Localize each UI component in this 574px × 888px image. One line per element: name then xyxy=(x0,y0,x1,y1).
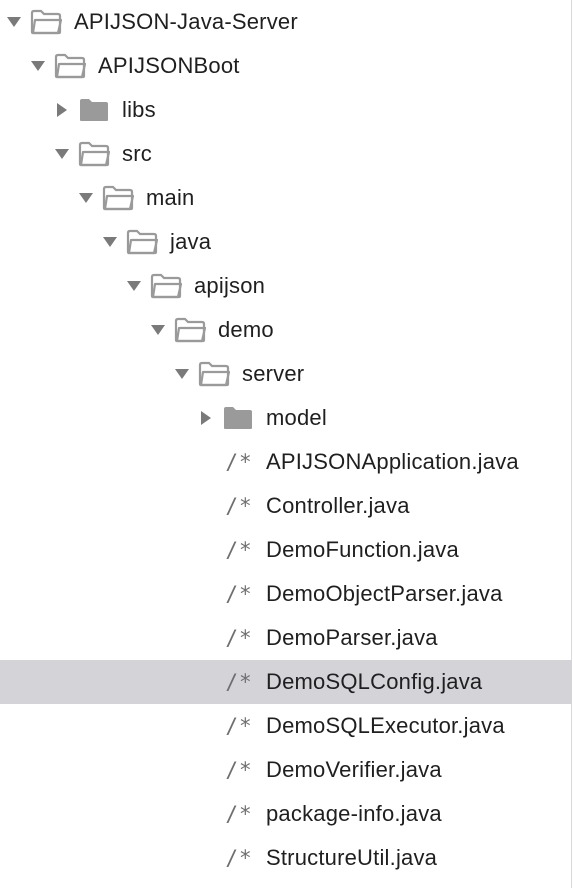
folder-open-icon xyxy=(78,140,112,168)
folder-icon xyxy=(222,404,256,432)
tree-item-demosqlconfig-java[interactable]: /* DemoSQLConfig.java xyxy=(0,660,572,704)
tree-item-label: StructureUtil.java xyxy=(266,845,438,870)
java-file-icon: /* xyxy=(225,670,253,694)
tree-item-demo[interactable]: demo xyxy=(0,308,572,352)
caret-spacer xyxy=(198,718,214,734)
tree-item-main[interactable]: main xyxy=(0,176,572,220)
tree-item-label: Controller.java xyxy=(266,493,410,518)
folder-open-icon xyxy=(102,184,136,212)
tree-item-label: apijson xyxy=(194,273,266,298)
folder-open-icon xyxy=(174,316,208,344)
chevron-down-icon[interactable] xyxy=(30,58,46,74)
tree-item-demoverifier-java[interactable]: /* DemoVerifier.java xyxy=(0,748,572,792)
tree-item-apijsonboot[interactable]: APIJSONBoot xyxy=(0,44,572,88)
folder-open-icon xyxy=(54,52,88,80)
chevron-down-icon[interactable] xyxy=(126,278,142,294)
tree-item-label: APIJSONBoot xyxy=(98,53,240,78)
folder-open-icon xyxy=(198,360,232,388)
chevron-right-icon[interactable] xyxy=(198,410,214,426)
chevron-down-icon[interactable] xyxy=(150,322,166,338)
tree-item-label: model xyxy=(266,405,327,430)
tree-item-apijson-java-server[interactable]: APIJSON-Java-Server xyxy=(0,0,572,44)
tree-item-structureutil-java[interactable]: /* StructureUtil.java xyxy=(0,836,572,880)
tree-item-label: DemoParser.java xyxy=(266,625,438,650)
caret-spacer xyxy=(198,454,214,470)
tree-item-controller-java[interactable]: /* Controller.java xyxy=(0,484,572,528)
tree-item-model[interactable]: model xyxy=(0,396,572,440)
caret-spacer xyxy=(198,630,214,646)
chevron-down-icon[interactable] xyxy=(6,14,22,30)
tree-item-label: DemoFunction.java xyxy=(266,537,459,562)
chevron-down-icon[interactable] xyxy=(102,234,118,250)
caret-spacer xyxy=(198,586,214,602)
java-file-icon: /* xyxy=(225,714,253,738)
tree-item-demoparser-java[interactable]: /* DemoParser.java xyxy=(0,616,572,660)
tree-item-label: DemoVerifier.java xyxy=(266,757,442,782)
caret-spacer xyxy=(198,762,214,778)
tree-item-src[interactable]: src xyxy=(0,132,572,176)
tree-item-label: src xyxy=(122,141,152,166)
java-file-icon: /* xyxy=(225,802,253,826)
tree-item-label: libs xyxy=(122,97,156,122)
tree-item-demoobjectparser-java[interactable]: /* DemoObjectParser.java xyxy=(0,572,572,616)
java-file-icon: /* xyxy=(225,846,253,870)
tree-item-server[interactable]: server xyxy=(0,352,572,396)
folder-open-icon xyxy=(150,272,184,300)
caret-spacer xyxy=(198,850,214,866)
caret-spacer xyxy=(198,806,214,822)
tree-item-label: DemoObjectParser.java xyxy=(266,581,503,606)
java-file-icon: /* xyxy=(225,538,253,562)
tree-item-label: demo xyxy=(218,317,274,342)
chevron-down-icon[interactable] xyxy=(174,366,190,382)
java-file-icon: /* xyxy=(225,758,253,782)
tree-item-apijson[interactable]: apijson xyxy=(0,264,572,308)
caret-spacer xyxy=(198,498,214,514)
tree-item-label: APIJSON-Java-Server xyxy=(74,9,298,34)
tree-item-label: DemoSQLConfig.java xyxy=(266,669,483,694)
tree-item-demofunction-java[interactable]: /* DemoFunction.java xyxy=(0,528,572,572)
tree-item-label: main xyxy=(146,185,195,210)
java-file-icon: /* xyxy=(225,450,253,474)
java-file-icon: /* xyxy=(225,626,253,650)
folder-icon xyxy=(78,96,112,124)
tree-item-java[interactable]: java xyxy=(0,220,572,264)
tree-item-demosqlexecutor-java[interactable]: /* DemoSQLExecutor.java xyxy=(0,704,572,748)
tree-item-apijsonapplication-java[interactable]: /* APIJSONApplication.java xyxy=(0,440,572,484)
tree-item-libs[interactable]: libs xyxy=(0,88,572,132)
tree-item-label: server xyxy=(242,361,305,386)
folder-open-icon xyxy=(30,8,64,36)
panel-divider[interactable] xyxy=(571,0,572,888)
tree-item-label: APIJSONApplication.java xyxy=(266,449,519,474)
caret-spacer xyxy=(198,542,214,558)
chevron-down-icon[interactable] xyxy=(54,146,70,162)
caret-spacer xyxy=(198,674,214,690)
chevron-right-icon[interactable] xyxy=(54,102,70,118)
chevron-down-icon[interactable] xyxy=(78,190,94,206)
folder-open-icon xyxy=(126,228,160,256)
java-file-icon: /* xyxy=(225,494,253,518)
tree-item-package-info-java[interactable]: /* package-info.java xyxy=(0,792,572,836)
tree-item-label: java xyxy=(170,229,212,254)
tree-item-label: DemoSQLExecutor.java xyxy=(266,713,505,738)
tree-item-label: package-info.java xyxy=(266,801,442,826)
java-file-icon: /* xyxy=(225,582,253,606)
